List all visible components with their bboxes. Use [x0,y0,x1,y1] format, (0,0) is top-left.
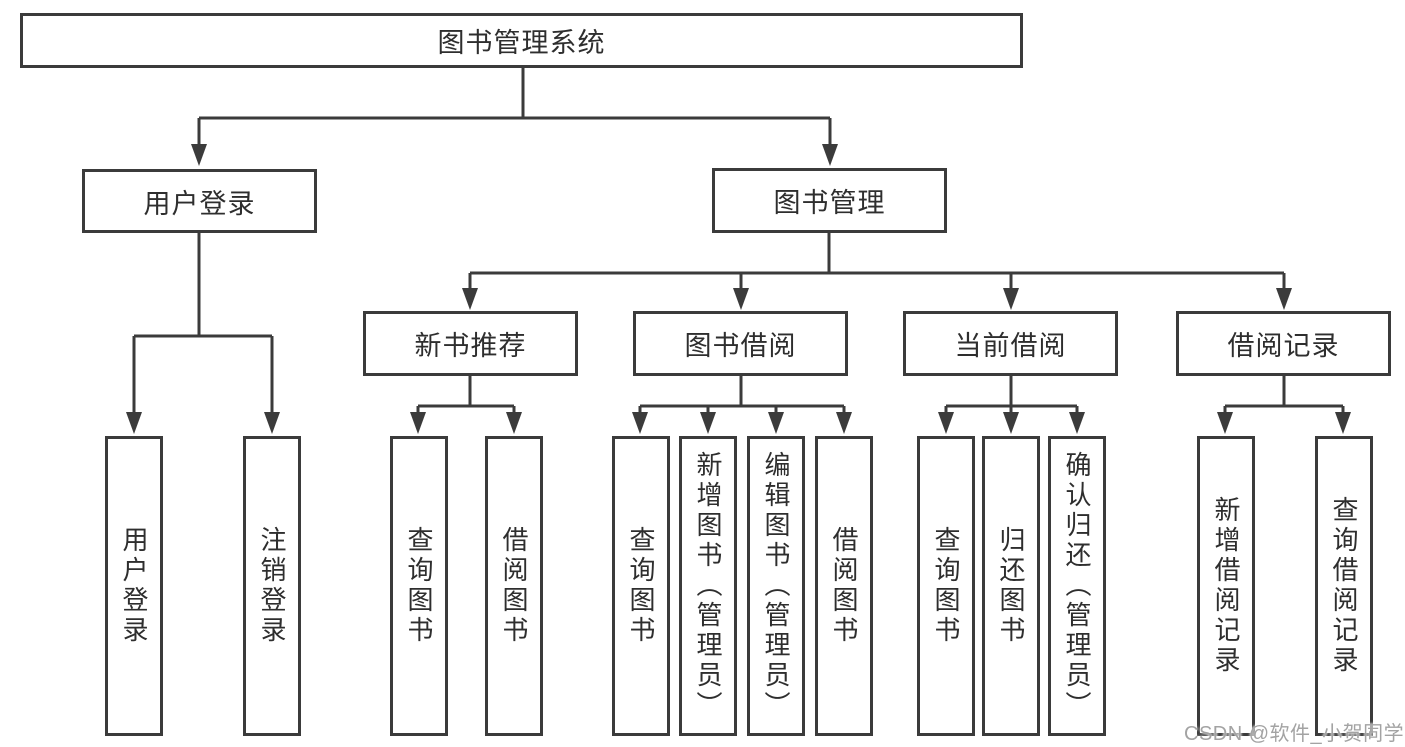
leaf-query-books-current: 查询图书 [917,436,975,736]
csdn-watermark: CSDN @软件_小贺同学 [1184,723,1405,745]
node-root: 图书管理系统 [20,13,1023,68]
node-book-management: 图书管理 [712,168,947,233]
leaf-add-borrow-record: 新增借阅记录 [1197,436,1255,736]
leaf-add-books-admin: 新增图书（管理员） [679,436,737,736]
leaf-confirm-return-admin: 确认归还（管理员） [1048,436,1106,736]
leaf-query-borrow-record: 查询借阅记录 [1315,436,1373,736]
node-borrowing-records: 借阅记录 [1176,311,1391,376]
leaf-query-books-borrow: 查询图书 [612,436,670,736]
arrowheads [126,144,1351,434]
leaf-query-books-recommend: 查询图书 [390,436,448,736]
leaf-borrow-books-recommend: 借阅图书 [485,436,543,736]
leaf-borrow-books: 借阅图书 [815,436,873,736]
node-book-borrowing: 图书借阅 [633,311,848,376]
leaf-logout: 注销登录 [243,436,301,736]
leaf-return-books: 归还图书 [982,436,1040,736]
node-new-book-recommendation: 新书推荐 [363,311,578,376]
node-user-login: 用户登录 [82,169,317,233]
leaf-user-login: 用户登录 [105,436,163,736]
node-current-borrowing: 当前借阅 [903,311,1118,376]
leaf-edit-books-admin: 编辑图书（管理员） [747,436,805,736]
